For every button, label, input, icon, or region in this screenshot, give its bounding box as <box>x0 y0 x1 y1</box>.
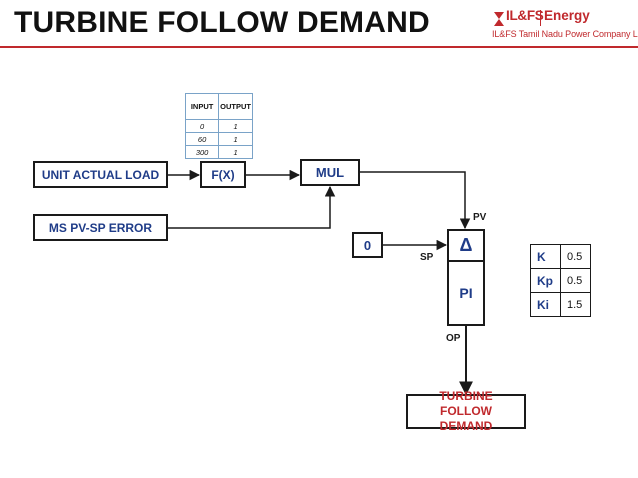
pi-gains-table: K 0.5 Kp 0.5 Ki 1.5 <box>530 244 591 317</box>
function-block-label: F(X) <box>211 167 235 182</box>
gain-name: Ki <box>530 292 561 317</box>
unit-actual-load-block: UNIT ACTUAL LOAD <box>33 161 168 188</box>
unit-actual-load-label: UNIT ACTUAL LOAD <box>41 167 160 182</box>
logo-brand: IL&FS <box>506 8 544 23</box>
lut-header-input: INPUT <box>184 93 220 120</box>
wire-error-to-mul <box>168 185 336 229</box>
company-logo: IL&FS Energy IL&FS Tamil Nadu Power Comp… <box>492 8 638 44</box>
page-title: TURBINE FOLLOW DEMAND <box>14 6 430 39</box>
turbine-follow-demand-block: TURBINE FOLLOW DEMAND <box>406 389 526 433</box>
gain-row: Ki 1.5 <box>530 292 591 317</box>
sp-port-label: SP <box>420 252 434 263</box>
logo-mark-icon <box>494 12 504 26</box>
gain-name: K <box>530 244 561 269</box>
pv-port-label: PV <box>473 212 487 223</box>
gain-row: K 0.5 <box>530 244 591 269</box>
gain-name: Kp <box>530 268 561 293</box>
lut-cell: 60 <box>184 132 220 146</box>
lut-cell: 0 <box>184 119 220 133</box>
title-divider <box>0 46 638 48</box>
multiplier-block: MUL <box>300 159 360 186</box>
lut-cell: 1 <box>218 132 253 146</box>
setpoint-constant-label: 0 <box>363 237 372 253</box>
pi-controller-block: PI <box>447 260 485 326</box>
logo-product: Energy <box>544 8 590 23</box>
lut-cell: 1 <box>218 145 253 159</box>
logo-subtitle: IL&FS Tamil Nadu Power Company Limited <box>492 29 638 39</box>
turbine-follow-demand-label: TURBINE FOLLOW DEMAND <box>439 389 493 433</box>
op-port-label: OP <box>446 333 461 344</box>
lut-cell: 300 <box>184 145 220 159</box>
gain-value: 0.5 <box>560 244 591 269</box>
lut-header-output: OUTPUT <box>218 93 253 120</box>
gain-value: 0.5 <box>560 268 591 293</box>
fx-lookup-table: INPUT OUTPUT 0 1 60 1 300 1 <box>184 93 253 159</box>
logo-separator <box>540 10 541 26</box>
ms-pv-sp-error-block: MS PV-SP ERROR <box>33 214 168 241</box>
delta-block: Δ <box>447 229 485 262</box>
function-block: F(X) <box>200 161 246 188</box>
gain-value: 1.5 <box>560 292 591 317</box>
multiplier-label: MUL <box>315 165 345 180</box>
ms-pv-sp-error-label: MS PV-SP ERROR <box>48 220 153 235</box>
pi-label: PI <box>459 285 473 301</box>
wire-mul-to-pv <box>360 171 471 230</box>
delta-label: Δ <box>459 235 473 255</box>
gain-row: Kp 0.5 <box>530 268 591 293</box>
setpoint-constant-block: 0 <box>352 232 383 258</box>
lut-cell: 1 <box>218 119 253 133</box>
